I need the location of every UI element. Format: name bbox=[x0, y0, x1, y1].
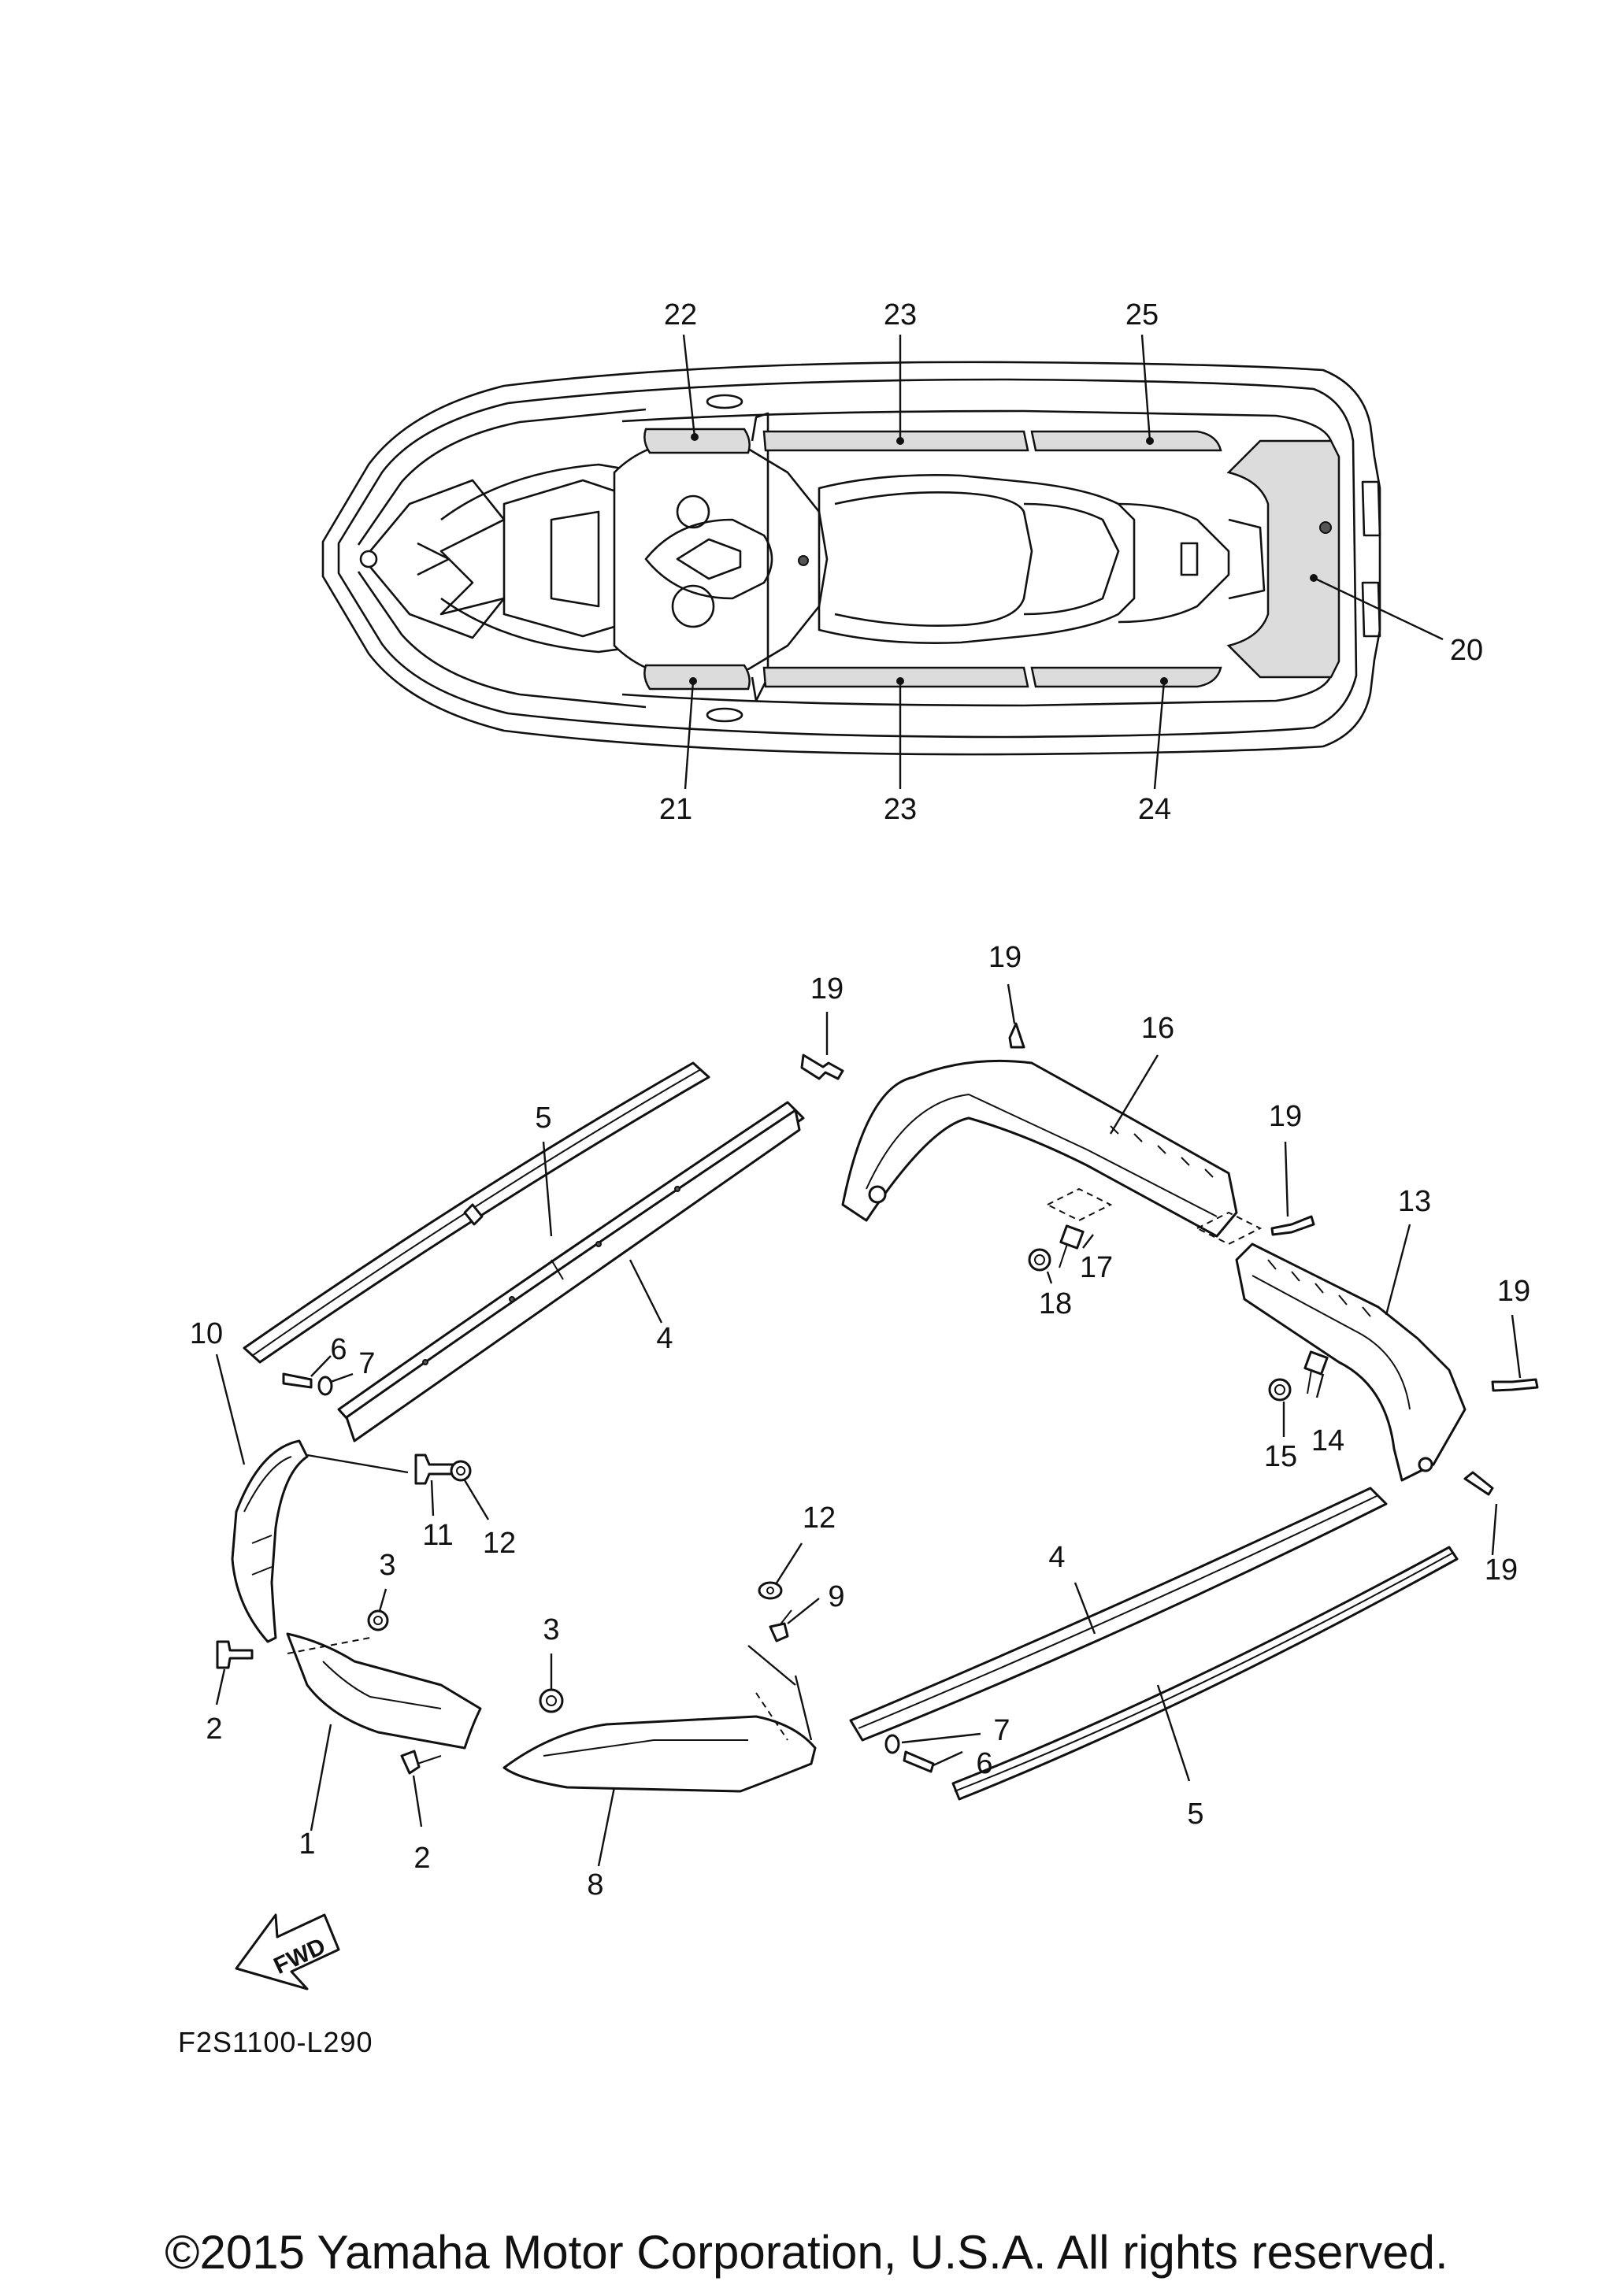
copyright-notice: ©2015 Yamaha Motor Corporation, U.S.A. A… bbox=[165, 2226, 1448, 2279]
callout-22: 22 bbox=[664, 298, 697, 331]
exploded-leaders bbox=[215, 983, 1522, 1867]
callout-23-bottom: 23 bbox=[884, 793, 917, 826]
callout-6-left: 6 bbox=[330, 1333, 347, 1366]
callout-2-lower: 2 bbox=[413, 1842, 430, 1875]
callout-19-a: 19 bbox=[810, 972, 844, 1005]
top-view-leaders bbox=[682, 334, 1444, 790]
callout-21: 21 bbox=[659, 793, 692, 826]
callout-5-lower: 5 bbox=[1187, 1798, 1203, 1831]
callout-16: 16 bbox=[1141, 1012, 1174, 1045]
callout-13: 13 bbox=[1398, 1185, 1431, 1218]
callout-23-top: 23 bbox=[884, 298, 917, 331]
callout-12-left: 12 bbox=[483, 1527, 516, 1560]
part-8-center-cover bbox=[502, 1692, 817, 1793]
part-16-rear-trim-left bbox=[841, 1059, 1238, 1238]
callout-18: 18 bbox=[1039, 1287, 1072, 1320]
callout-12-center: 12 bbox=[803, 1502, 836, 1535]
callout-1: 1 bbox=[298, 1828, 315, 1861]
callout-5-upper: 5 bbox=[535, 1102, 551, 1135]
part-4-rail-lower bbox=[849, 1487, 1388, 1742]
callout-11: 11 bbox=[422, 1519, 453, 1552]
callout-9: 9 bbox=[828, 1580, 844, 1613]
callout-17: 17 bbox=[1080, 1251, 1113, 1284]
callout-14: 14 bbox=[1311, 1424, 1344, 1457]
callout-19-c: 19 bbox=[1269, 1100, 1302, 1133]
exploded-callouts: 19 19 16 19 13 17 18 19 14 15 19 5 4 10 … bbox=[190, 941, 1530, 1902]
callout-24: 24 bbox=[1138, 793, 1171, 826]
callout-4-lower: 4 bbox=[1048, 1541, 1065, 1574]
part-5-rail-upper bbox=[243, 1061, 710, 1364]
callout-19-d: 19 bbox=[1497, 1275, 1530, 1308]
part-13-rear-trim-right bbox=[1195, 1211, 1467, 1482]
top-view-callouts: 22 23 25 20 21 23 24 bbox=[659, 298, 1483, 826]
callout-2-left: 2 bbox=[206, 1713, 222, 1746]
callout-20: 20 bbox=[1450, 634, 1483, 667]
callout-3-left: 3 bbox=[379, 1549, 395, 1582]
callout-25: 25 bbox=[1125, 298, 1159, 331]
callout-19-b: 19 bbox=[988, 941, 1022, 974]
fasteners bbox=[216, 1022, 1539, 1775]
part-4-rail-upper bbox=[337, 1101, 805, 1442]
part-10-side-cover bbox=[231, 1439, 309, 1643]
callout-3-center: 3 bbox=[543, 1613, 559, 1646]
callout-15: 15 bbox=[1264, 1440, 1297, 1473]
callout-8: 8 bbox=[587, 1868, 603, 1902]
watercraft-top-view bbox=[321, 361, 1381, 756]
callout-6-right: 6 bbox=[976, 1747, 992, 1780]
callout-4-upper: 4 bbox=[656, 1322, 673, 1355]
callout-10: 10 bbox=[190, 1317, 223, 1350]
callout-7-right: 7 bbox=[993, 1714, 1010, 1747]
document-code: F2S1100-L290 bbox=[178, 2026, 373, 2058]
part-1-front-cover bbox=[286, 1632, 482, 1750]
callout-7-left: 7 bbox=[358, 1347, 375, 1380]
part-5-rail-lower bbox=[951, 1546, 1459, 1801]
fwd-arrow: FWD bbox=[235, 1913, 340, 1990]
callout-19-e: 19 bbox=[1485, 1554, 1518, 1587]
